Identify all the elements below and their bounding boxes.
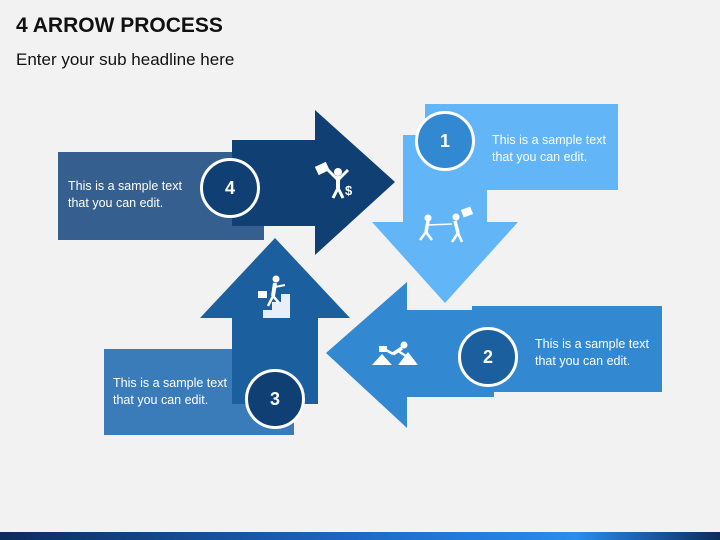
step-2-text-line2: that you can edit. — [535, 354, 631, 368]
hurdle-jump-icon — [372, 341, 418, 365]
step-3-arrow — [200, 238, 350, 404]
step-3-text-line2: that you can edit. — [113, 393, 209, 407]
step-1-text-line1: This is a sample text — [492, 133, 606, 147]
footer-gradient-bar — [0, 532, 720, 540]
climbing-stairs-icon — [258, 275, 290, 318]
step-1-arrow — [372, 135, 518, 303]
step-4-number-badge: 4 — [200, 158, 260, 218]
svg-text:$: $ — [345, 183, 353, 198]
step-3-number-badge: 3 — [245, 369, 305, 429]
step-2-number-badge: 2 — [458, 327, 518, 387]
step-4-text-line1: This is a sample text — [68, 179, 182, 193]
step-2-text-line1: This is a sample text — [535, 337, 649, 351]
celebrating-money-icon: $ — [314, 161, 353, 199]
step-1-number-badge: 1 — [415, 111, 475, 171]
step-4-text-line2: that you can edit. — [68, 196, 164, 210]
page-subtitle: Enter your sub headline here — [16, 50, 235, 69]
step-4-arrow — [232, 110, 395, 255]
step-1-text-line2: that you can edit. — [492, 150, 588, 164]
tug-of-war-icon — [419, 206, 474, 243]
page-title: 4 ARROW PROCESS — [16, 14, 223, 37]
step-3-text-line1: This is a sample text — [113, 376, 227, 390]
